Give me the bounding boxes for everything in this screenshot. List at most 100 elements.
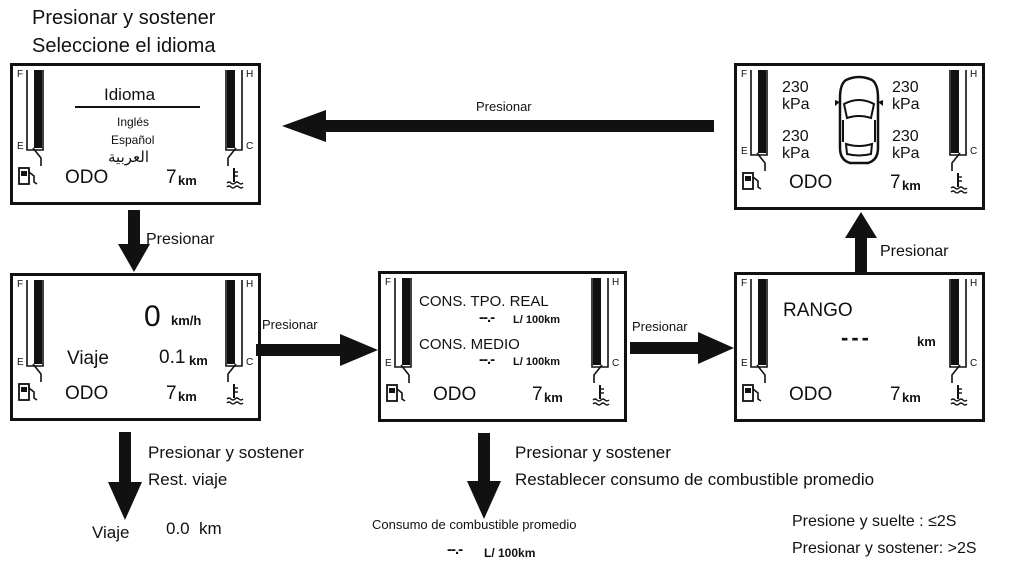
label-press-middle-right: Presionar [632,319,688,334]
tire-pressure-rear-right: 230 [892,128,919,145]
fuel-pump-icon [386,384,406,402]
temp-hot-label: H [970,69,978,80]
fuel-gauge-bar [34,280,42,364]
language-option-arabic: العربية [108,148,149,166]
label-press-middle-left: Presionar [262,317,318,332]
temp-hot-label: H [970,278,978,289]
tire-pressure-rear-left-unit: kPa [782,145,810,162]
result-average-value: --.- [447,541,463,558]
result-trip-value: 0.0 [166,519,190,538]
tire-pressure-front-left-unit: kPa [782,96,810,113]
arrow-press-speed-to-consumption [256,334,378,366]
fuel-full-label: F [741,278,748,289]
coolant-temperature-icon [950,173,968,194]
coolant-temperature-icon [592,385,610,406]
range-unit: km [917,334,936,349]
odometer-label: ODO [433,384,477,405]
fuel-empty-label: E [385,358,392,369]
instruction-hold-line1: Presionar y sostener [32,7,216,29]
odometer-label: ODO [789,384,833,405]
odometer-value: 7 [890,172,901,193]
temp-cold-label: C [612,358,620,369]
fuel-full-label: F [385,277,392,288]
gauges-tire [742,70,968,194]
legend-short-press: Presione y suelte : ≤2S [792,513,957,530]
temp-gauge-bar [951,70,959,153]
odometer-unit: km [178,389,197,404]
odometer-label: ODO [65,167,109,188]
temp-hot-label: H [246,69,254,80]
range-value: --- [841,325,872,350]
label-press-left: Presionar [146,231,215,248]
result-trip-label: Viaje [92,523,130,542]
arrow-press-range-to-tire [845,212,877,272]
temp-cold-label: C [246,357,254,368]
result-trip-unit: km [199,519,222,538]
fuel-full-label: F [741,69,748,80]
average-consumption-label: CONS. MEDIO [419,336,520,353]
gauges-speed [18,280,244,405]
odometer-value: 7 [532,384,543,405]
temp-cold-label: C [970,358,978,369]
arrow-hold-reset-average [467,433,501,519]
tire-pressure-front-right: 230 [892,79,919,96]
arrow-hold-reset-trip [108,432,142,520]
realtime-consumption-label: CONS. TPO. REAL [419,293,549,310]
odometer-label: ODO [789,172,833,193]
label-hold-reset-trip-2: Rest. viaje [148,470,228,489]
language-option-spanish: Español [111,133,155,147]
temp-gauge-bar [593,278,601,365]
range-label: RANGO [783,300,853,321]
gauges-consumption [386,278,610,406]
arrow-press-to-language [282,110,714,142]
arrow-press-language-to-speed [118,210,150,272]
language-option-english: Inglés [117,115,150,129]
language-title: Idioma [104,85,156,104]
result-average-unit: L/ 100km [484,546,536,560]
result-average-label: Consumo de combustible promedio [372,517,577,532]
tire-pressure-rear-right-unit: kPa [892,145,920,162]
coolant-temperature-icon [226,168,244,189]
trip-value: 0.1 [159,347,186,368]
label-hold-reset-trip-1: Presionar y sostener [148,443,304,462]
fuel-full-label: F [17,69,24,80]
fuel-gauge-bar [758,279,766,365]
trip-unit: km [189,353,208,368]
fuel-empty-label: E [17,357,24,368]
odometer-value: 7 [166,383,177,404]
label-hold-reset-average-1: Presionar y sostener [515,443,671,462]
temp-cold-label: C [970,146,978,157]
odometer-unit: km [902,390,921,405]
speed-unit: km/h [171,313,202,328]
odometer-label: ODO [65,383,109,404]
label-hold-reset-average-2: Restablecer consumo de combustible prome… [515,470,875,489]
odometer-unit: km [178,173,197,188]
fuel-gauge-bar [34,70,42,148]
fuel-pump-icon [18,383,38,401]
temp-gauge-bar [951,279,959,365]
fuel-empty-label: E [741,358,748,369]
coolant-temperature-icon [226,384,244,405]
temp-gauge-bar [227,70,235,148]
fuel-pump-icon [18,167,38,185]
coolant-temperature-icon [950,385,968,406]
fuel-gauge-bar [402,278,410,365]
tire-pressure-rear-left: 230 [782,128,809,145]
temp-hot-label: H [246,279,254,290]
gauges-language [18,70,244,189]
speed-value: 0 [144,300,161,333]
average-consumption-unit: L/ 100km [513,356,561,368]
fuel-full-label: F [17,279,24,290]
odometer-value: 7 [166,167,177,188]
temp-cold-label: C [246,141,254,152]
realtime-consumption-unit: L/ 100km [513,314,561,326]
fuel-pump-icon [742,172,762,190]
fuel-empty-label: E [741,146,748,157]
average-consumption-value: --.- [479,351,495,368]
label-press-top: Presionar [476,99,532,114]
odometer-value: 7 [890,384,901,405]
tire-pressure-front-right-unit: kPa [892,96,920,113]
legend-long-press: Presionar y sostener: >2S [792,540,977,557]
